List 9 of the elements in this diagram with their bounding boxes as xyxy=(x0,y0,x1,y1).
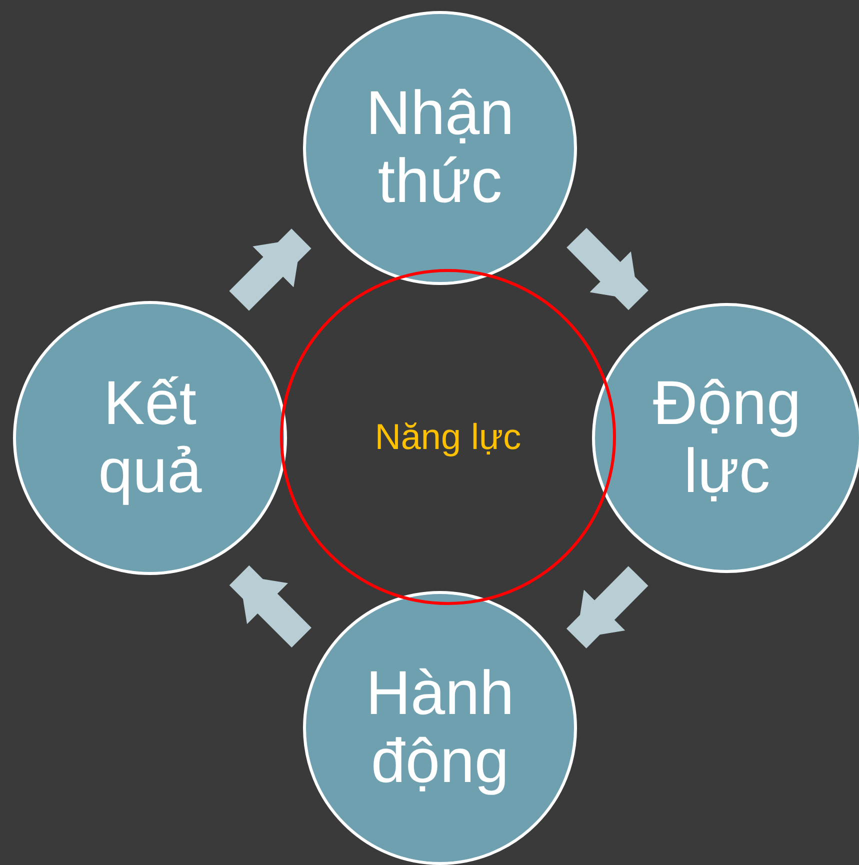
node-label: Động lực xyxy=(652,370,802,506)
center-label: Năng lực xyxy=(374,417,522,457)
block-arrow xyxy=(229,228,312,311)
node-label: Hành động xyxy=(364,660,516,796)
node-label: Nhận thức xyxy=(364,80,516,216)
block-arrow xyxy=(566,566,648,648)
block-arrow xyxy=(229,565,312,648)
block-arrow xyxy=(566,228,648,310)
node-label: Kết quả xyxy=(97,370,203,506)
